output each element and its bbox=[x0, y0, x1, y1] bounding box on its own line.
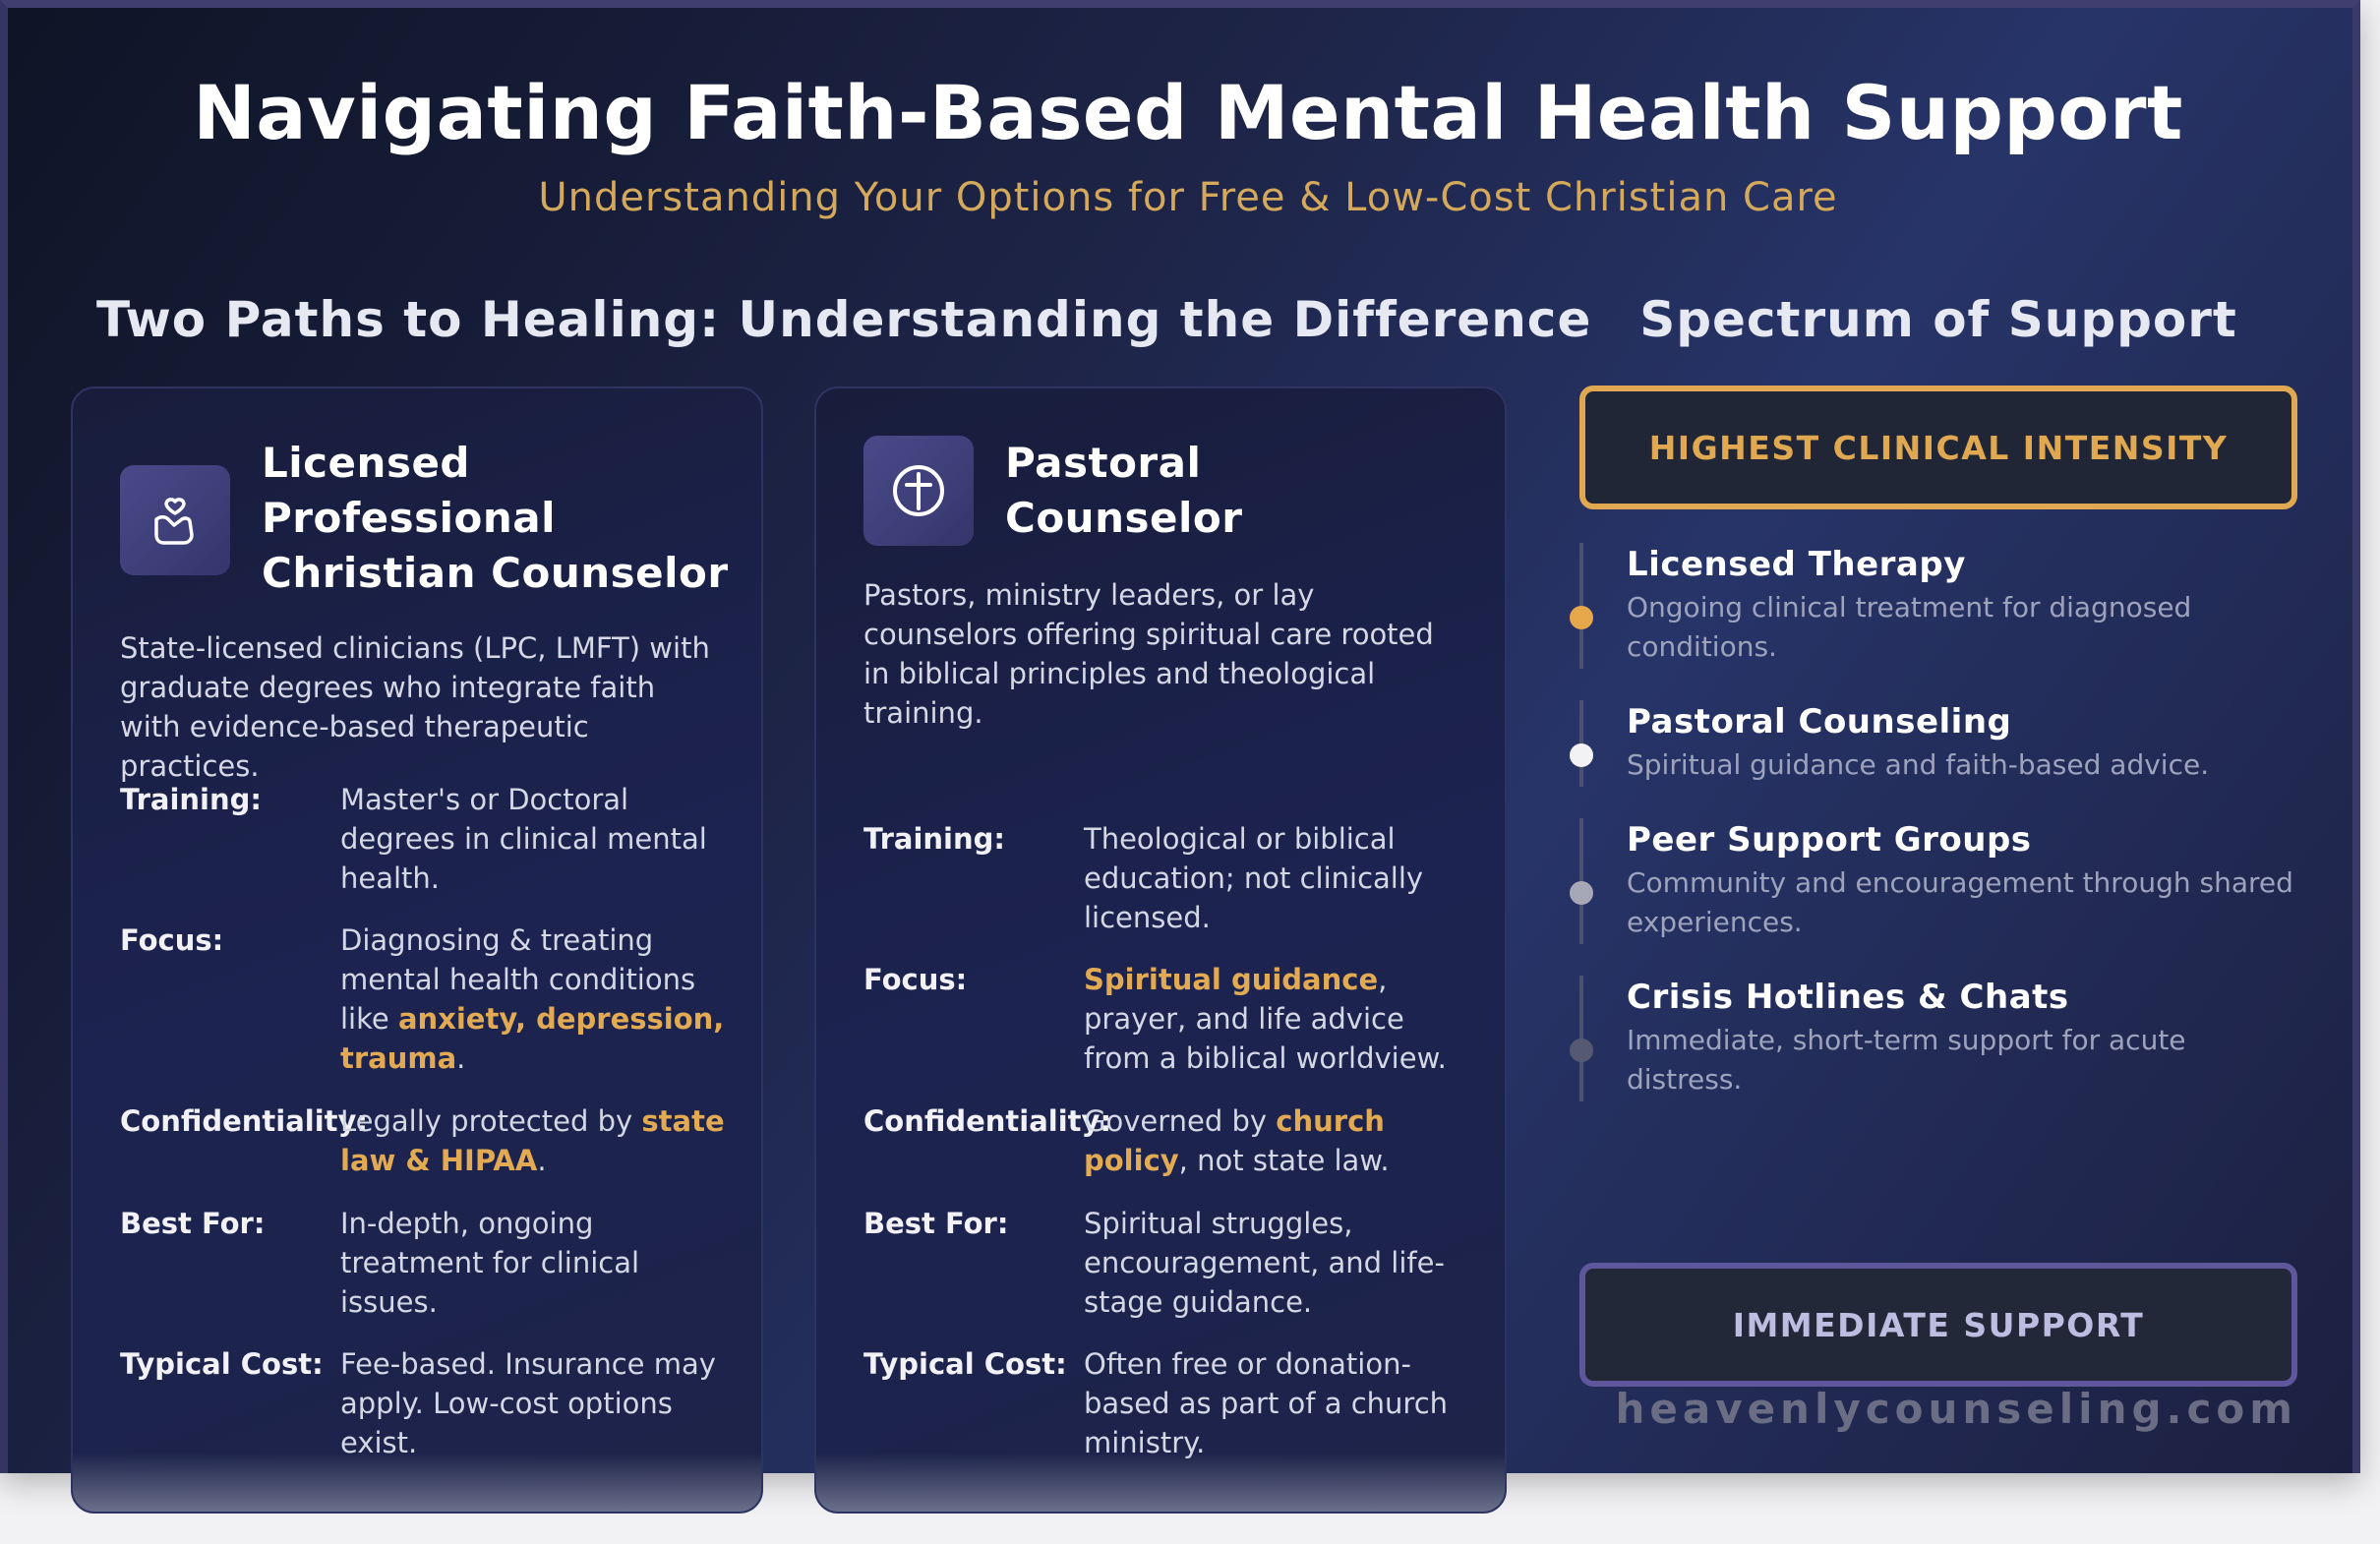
detail-label: Confidentiality: bbox=[120, 1104, 369, 1138]
spectrum-item-title: Peer Support Groups bbox=[1627, 820, 2032, 860]
detail-value: In-depth, ongoing treatment for clinical… bbox=[340, 1207, 640, 1319]
detail-label: Typical Cost: bbox=[863, 1347, 1067, 1381]
detail-label: Confidentiality: bbox=[863, 1104, 1112, 1138]
detail-label: Focus: bbox=[120, 923, 224, 957]
detail-value: Diagnosing & treating mental health cond… bbox=[340, 923, 725, 1075]
highest-intensity-label: HIGHEST CLINICAL INTENSITY bbox=[1579, 386, 2297, 509]
licensed-counselor-description: State-licensed clinicians (LPC, LMFT) wi… bbox=[120, 631, 710, 783]
card-fade bbox=[816, 1453, 1505, 1512]
detail-label: Typical Cost: bbox=[120, 1347, 324, 1381]
highlight-text: Spiritual guidance bbox=[1084, 963, 1379, 996]
detail-label: Best For: bbox=[863, 1207, 1009, 1240]
detail-label: Focus: bbox=[863, 963, 968, 996]
highlight-text: anxiety, depression, trauma bbox=[340, 1002, 725, 1075]
spectrum-item-title: Licensed Therapy bbox=[1627, 545, 1966, 584]
card-title-line: Pastoral bbox=[1005, 439, 1202, 487]
hands-holding-heart-icon bbox=[120, 465, 230, 575]
detail-value: Theological or biblical education; not c… bbox=[1084, 822, 1424, 934]
watermark: heavenlycounseling.com bbox=[1615, 1385, 2297, 1433]
detail-value: Legally protected by state law & HIPAA. bbox=[340, 1104, 725, 1177]
spectrum-item-title: Pastoral Counseling bbox=[1627, 702, 2012, 742]
page-title: Navigating Faith-Based Mental Health Sup… bbox=[193, 69, 2183, 156]
detail-label: Best For: bbox=[120, 1207, 266, 1240]
card-title-line: Licensed bbox=[262, 439, 470, 487]
spectrum-item-description: Immediate, short-term support for acute … bbox=[1627, 1024, 2186, 1096]
timeline-dot bbox=[1570, 1039, 1593, 1062]
detail-value: Fee-based. Insurance may apply. Low-cost… bbox=[340, 1347, 716, 1459]
detail-value: Spiritual struggles, encouragement, and … bbox=[1084, 1207, 1445, 1319]
licensed-counselor-title: Licensed Professional Christian Counselo… bbox=[262, 436, 729, 601]
pastoral-counselor-description: Pastors, ministry leaders, or lay counse… bbox=[863, 578, 1434, 730]
detail-label: Training: bbox=[863, 822, 1005, 856]
spectrum-heading: Spectrum of Support bbox=[1639, 291, 2237, 348]
pastoral-counselor-title: Pastoral Counselor bbox=[1005, 436, 1242, 546]
cross-circle-icon bbox=[863, 436, 974, 546]
spectrum-item-description: Community and encouragement through shar… bbox=[1627, 866, 2293, 938]
spectrum-item-description: Ongoing clinical treatment for diagnosed… bbox=[1627, 591, 2192, 663]
timeline-dot bbox=[1570, 606, 1593, 629]
spectrum-item-description: Spiritual guidance and faith-based advic… bbox=[1627, 748, 2210, 781]
licensed-counselor-card: Licensed Professional Christian Counselo… bbox=[71, 386, 763, 1514]
card-fade bbox=[73, 1453, 761, 1512]
card-title-line: Professional bbox=[262, 494, 556, 542]
highlight-text: state law & HIPAA bbox=[340, 1104, 725, 1177]
detail-value: Often free or donation-based as part of … bbox=[1084, 1347, 1449, 1459]
detail-value: Spiritual guidance, prayer, and life adv… bbox=[1084, 963, 1447, 1075]
timeline-dot bbox=[1570, 743, 1593, 767]
pastoral-counselor-card: Pastoral Counselor Pastors, ministry lea… bbox=[814, 386, 1507, 1514]
detail-label: Training: bbox=[120, 783, 262, 816]
infographic-canvas: Navigating Faith-Based Mental Health Sup… bbox=[0, 0, 2360, 1514]
spectrum-item-title: Crisis Hotlines & Chats bbox=[1627, 978, 2069, 1017]
highlight-text: church policy bbox=[1084, 1104, 1385, 1177]
detail-value: Master's or Doctoral degrees in clinical… bbox=[340, 783, 707, 895]
detail-value: Governed by church policy, not state law… bbox=[1084, 1104, 1390, 1177]
card-title-line: Counselor bbox=[1005, 494, 1243, 542]
page-subtitle: Understanding Your Options for Free & Lo… bbox=[538, 175, 1838, 220]
timeline-dot bbox=[1570, 881, 1593, 905]
comparison-heading: Two Paths to Healing: Understanding the … bbox=[96, 291, 1592, 348]
card-title-line: Christian Counselor bbox=[262, 549, 729, 597]
immediate-support-label: IMMEDIATE SUPPORT bbox=[1579, 1263, 2297, 1387]
